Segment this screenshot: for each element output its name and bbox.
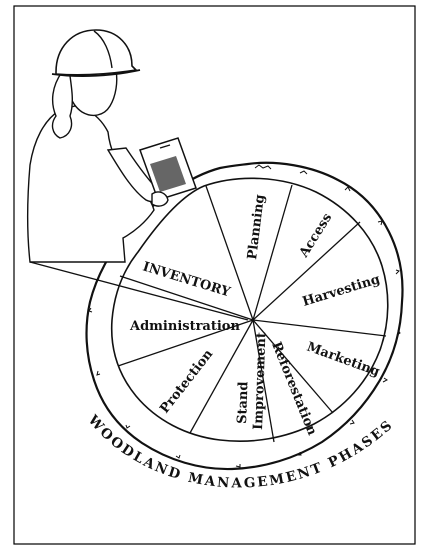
clipboard xyxy=(139,137,197,201)
segment-label-administration: Administration xyxy=(129,319,240,334)
hard-hat-ridge xyxy=(93,30,113,69)
spoke xyxy=(252,319,387,337)
spoke xyxy=(252,319,275,443)
hard-hat xyxy=(55,29,138,76)
figure-base-line xyxy=(29,261,249,321)
spoke xyxy=(189,319,254,434)
hard-hat-brim xyxy=(51,69,141,77)
surveyor-hand xyxy=(151,191,169,207)
segment-label-stand-improvement-line2: Improvement xyxy=(251,332,269,430)
spoke xyxy=(252,319,334,414)
wheel-spokes xyxy=(117,184,387,443)
surveyor-coat xyxy=(27,105,155,263)
page-frame xyxy=(13,5,416,545)
spoke xyxy=(205,185,254,321)
spoke xyxy=(119,275,254,321)
spoke xyxy=(252,184,293,321)
surveyor-figure xyxy=(27,29,249,321)
surveyor-hair xyxy=(51,71,73,139)
segment-label-stand-improvement-line1: Stand xyxy=(235,381,251,424)
bark-texture xyxy=(88,164,401,468)
spoke xyxy=(252,221,361,321)
spoke xyxy=(117,319,254,367)
